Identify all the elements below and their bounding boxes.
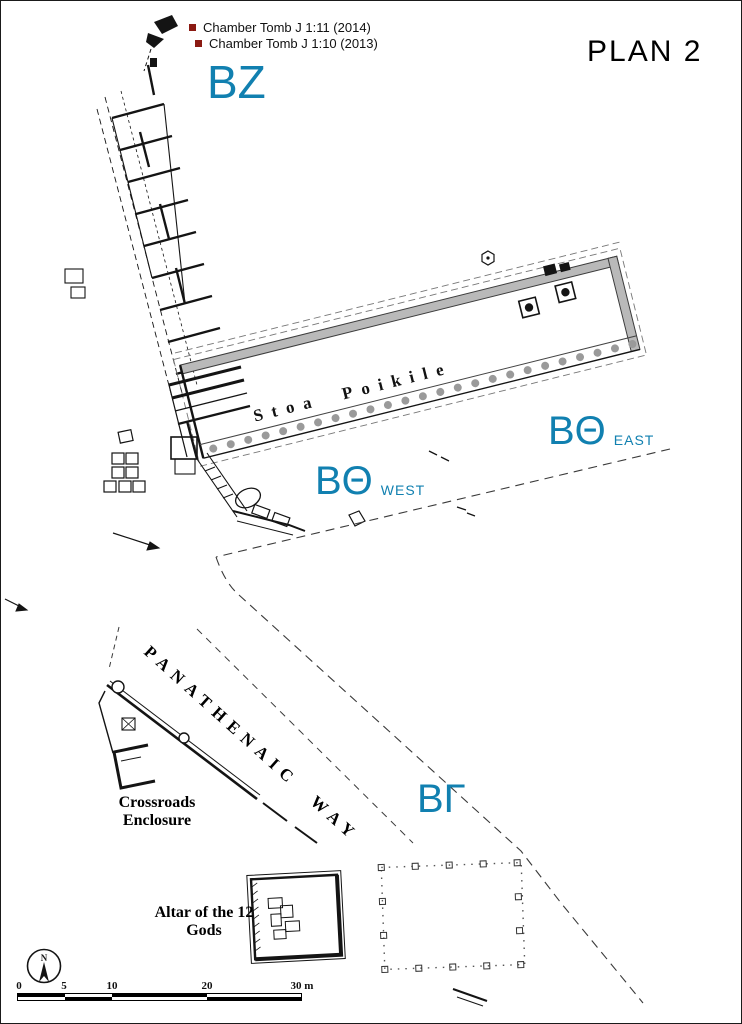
section-label-btheta-west: BΘ WEST (315, 461, 425, 501)
legend-label: Chamber Tomb J 1:11 (2014) (203, 20, 371, 35)
excavation-boundary-dashed (215, 448, 671, 1004)
legend-label: Chamber Tomb J 1:10 (2013) (209, 36, 378, 51)
plan-title: PLAN 2 (587, 35, 703, 68)
scale-tick: 30 m (290, 980, 314, 992)
section-label-btheta-east: BΘ EAST (548, 411, 654, 451)
misc-marks-bottom (452, 988, 488, 1007)
legend-item-tomb-2014: Chamber Tomb J 1:11 (2014) (189, 20, 378, 35)
section-east-suffix: EAST (613, 432, 655, 448)
section-label-bgamma: BΓ (417, 779, 466, 819)
altar-12-gods-label: Altar of the 12 Gods (154, 904, 254, 940)
altar-of-12-gods-structure (246, 870, 346, 964)
legend: Chamber Tomb J 1:11 (2014) Chamber Tomb … (189, 20, 378, 51)
stoa-west-end-structures (168, 365, 476, 536)
section-label-bz: BZ (207, 59, 266, 105)
chamber-tomb-2013-marker-icon (195, 40, 202, 47)
section-bz-text: BZ (207, 56, 266, 108)
peribolos-dotted-outline (377, 859, 526, 974)
section-btheta-text: BΘ (548, 409, 606, 453)
crossroads-enclosure-structure (112, 743, 156, 790)
panathenaic-way-edges (108, 626, 414, 844)
chamber-tombs-cluster (146, 15, 178, 67)
scale-tick: 0 (16, 980, 22, 992)
legend-item-tomb-2013: Chamber Tomb J 1:10 (2013) (195, 36, 378, 51)
scale-bar-graphic (17, 993, 302, 1001)
chamber-tomb-2014-marker-icon (189, 24, 196, 31)
scale-tick: 10 (106, 980, 118, 992)
section-west-suffix: WEST (380, 482, 426, 498)
roadside-wall (98, 680, 318, 844)
north-arrow-icon: N (26, 948, 62, 984)
west-stone-clusters (103, 428, 146, 493)
scale-tick: 20 (201, 980, 213, 992)
isolated-block (481, 250, 495, 266)
bz-street-walls (64, 48, 229, 402)
crossroads-enclosure-label: Crossroads Enclosure (118, 794, 196, 830)
section-bgamma-text: BΓ (417, 777, 466, 821)
scale-tick: 5 (61, 980, 67, 992)
stoa-column-row (209, 340, 637, 453)
section-btheta-text: BΘ (315, 459, 373, 503)
scale-bar-ticks: 0 5 10 20 30 m (16, 980, 313, 993)
flow-arrows (4, 532, 161, 612)
scale-bar: 0 5 10 20 30 m (16, 980, 313, 1001)
north-letter: N (41, 953, 48, 963)
